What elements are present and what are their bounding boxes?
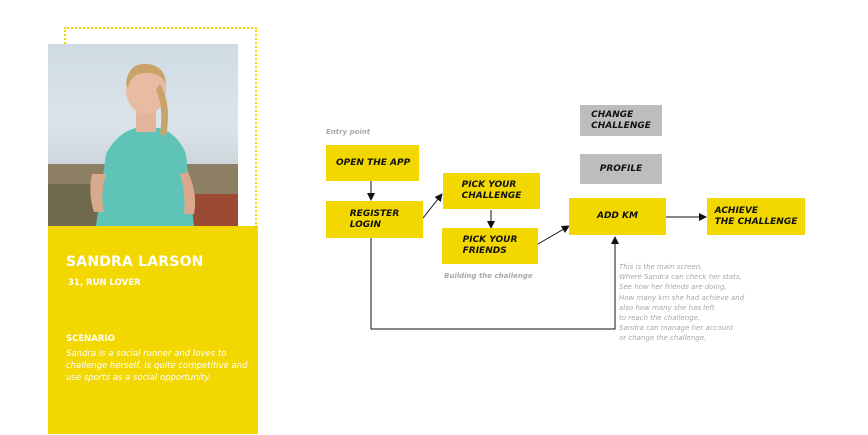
pick-challenge-label: PICK YOUR CHALLENGE [461, 180, 522, 201]
arrow-register-loop-to-addkm [370, 236, 619, 330]
open-app-box: OPEN THE APP [326, 145, 419, 181]
profile-box: PROFILE [580, 154, 662, 184]
pick-friends-label: PICK YOUR FRIENDS [462, 235, 518, 256]
scenario-title: SCENARIO [66, 334, 115, 344]
scenario-text: Sandra is a social runner and loves to c… [66, 349, 248, 383]
open-app-label: OPEN THE APP [336, 157, 411, 168]
entry-point-label: Entry point [326, 128, 371, 136]
arrow-register-to-challenge [422, 193, 443, 219]
persona-subtitle: 31, RUN LOVER [68, 278, 141, 288]
persona-name: SANDRA LARSON [66, 254, 204, 270]
arrow-friends-to-addkm [537, 225, 570, 245]
pick-friends-box: PICK YOUR FRIENDS [442, 228, 538, 264]
persona-card: SANDRA LARSON 31, RUN LOVER SCENARIO San… [48, 226, 258, 434]
register-login-box: REGISTER LOGIN [326, 201, 423, 238]
persona-tagline: RUN LOVER [86, 278, 141, 288]
persona-age: 31, [68, 278, 84, 288]
building-challenge-label: Building the challenge [444, 272, 533, 280]
register-login-label: REGISTER LOGIN [349, 208, 400, 230]
achieve-challenge-label: ACHIEVE THE CHALLENGE [714, 205, 798, 227]
add-km-box: ADD KM [569, 198, 666, 235]
add-km-label: ADD KM [597, 211, 638, 221]
persona-photo [48, 44, 238, 226]
change-challenge-label: CHANGE CHALLENGE [591, 109, 651, 131]
pick-challenge-box: PICK YOUR CHALLENGE [443, 173, 540, 209]
profile-label: PROFILE [599, 163, 643, 174]
main-screen-note: This is the main screen, Where Sandra ca… [619, 263, 745, 343]
achieve-challenge-box: ACHIEVE THE CHALLENGE [707, 198, 805, 235]
change-challenge-box: CHANGE CHALLENGE [580, 105, 662, 136]
